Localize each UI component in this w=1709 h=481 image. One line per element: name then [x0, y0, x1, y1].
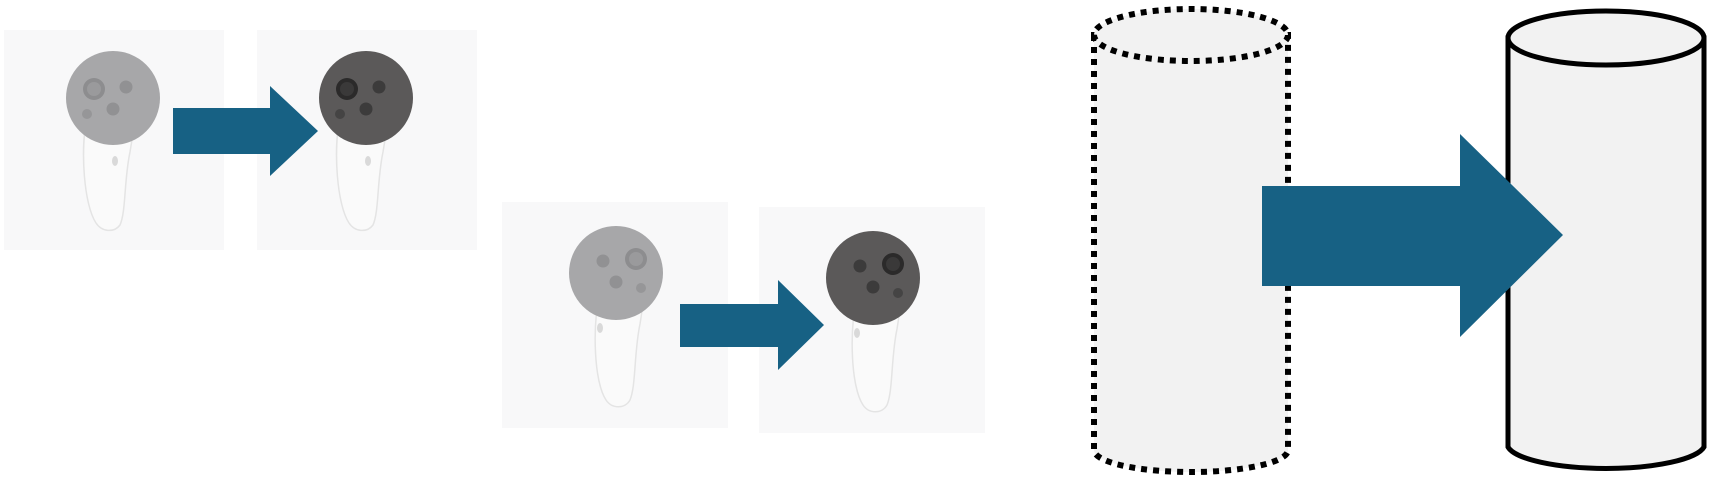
cylinder-after-body [1505, 35, 1707, 471]
menu-button-icon [335, 109, 345, 119]
button-a-icon [866, 280, 880, 294]
grip-trigger [112, 156, 118, 166]
controller-ring [319, 51, 413, 145]
button-x-icon [359, 102, 373, 116]
menu-button-icon [82, 109, 92, 119]
panel-right-controller-after [759, 207, 985, 433]
cylinder-after-top [1505, 8, 1707, 68]
thumbstick-cap [340, 82, 354, 96]
thumbstick-cap [886, 257, 900, 271]
button-y-icon [119, 80, 133, 94]
controller-grip [594, 291, 644, 408]
thumbstick-cap [629, 252, 643, 266]
grip-trigger [365, 156, 371, 166]
cylinder-before-body [1091, 32, 1291, 475]
thumbstick-cap [87, 82, 101, 96]
arrow-left-controller [173, 86, 318, 176]
button-a-icon [609, 275, 623, 289]
arrow-right-controller [680, 280, 824, 370]
controller-grip [851, 296, 901, 413]
left-controller-icon [257, 30, 477, 250]
cylinder-before [1091, 6, 1291, 475]
panel-left-controller-after [257, 30, 477, 250]
arrow-cylinder [1262, 134, 1563, 337]
oculus-button-icon [893, 288, 903, 298]
button-b-icon [596, 254, 610, 268]
oculus-button-icon [636, 283, 646, 293]
button-x-icon [106, 102, 120, 116]
grip-trigger [854, 328, 860, 338]
button-y-icon [372, 80, 386, 94]
button-b-icon [853, 259, 867, 273]
right-controller-icon [759, 207, 985, 433]
grip-trigger [597, 323, 603, 333]
cylinder-after [1505, 8, 1707, 471]
cylinder-before-top [1091, 6, 1291, 64]
controller-ring [66, 51, 160, 145]
